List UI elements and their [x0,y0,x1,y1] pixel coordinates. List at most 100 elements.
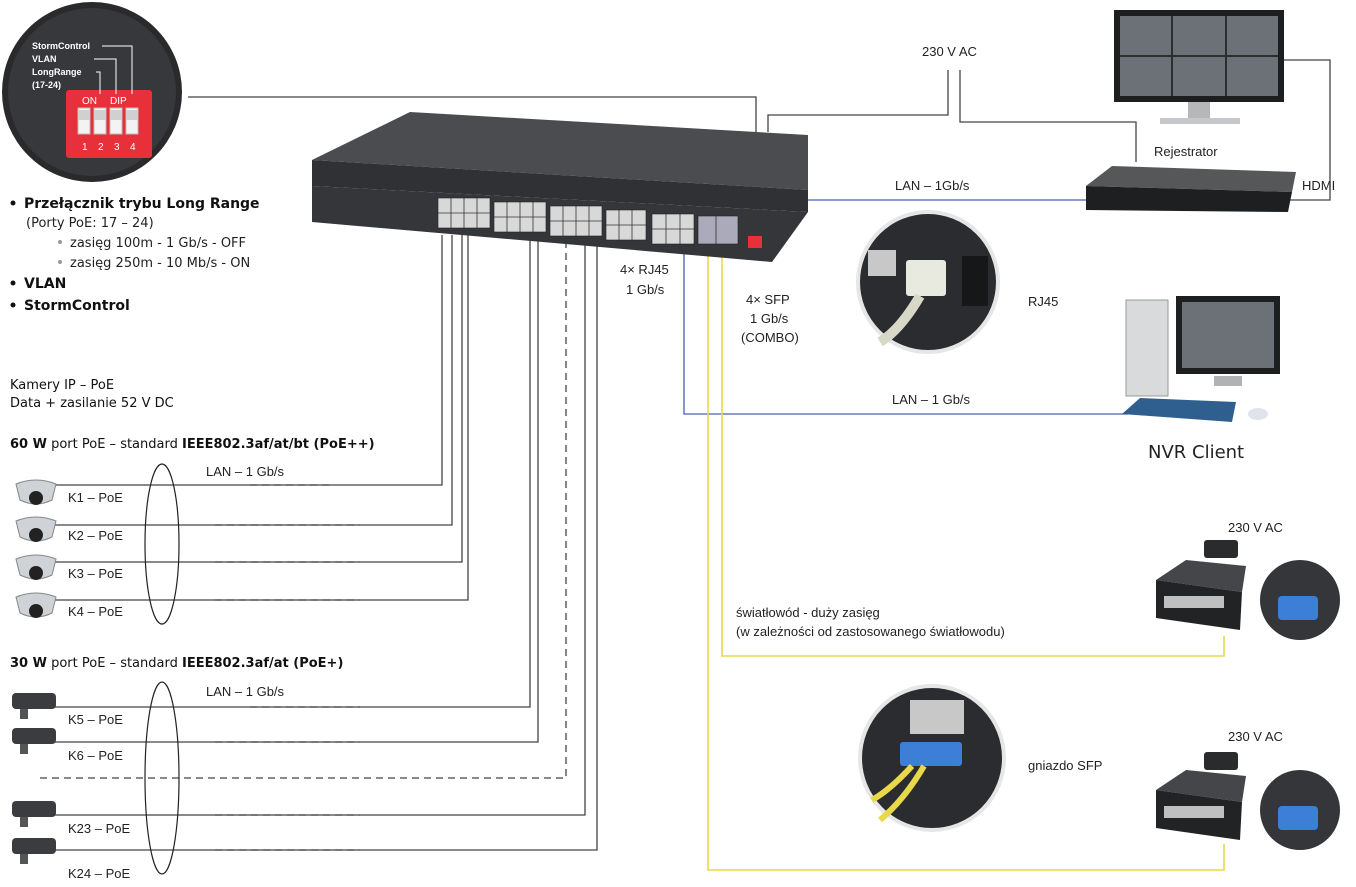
recorder-label: Rejestrator [1154,144,1218,159]
top-power-label: 230 V AC [922,44,977,59]
bullet-camera-k23-icon [12,801,56,827]
cam-label-k1: K1 – PoE [68,490,123,505]
group30-lan: LAN – 1 Gb/s [206,684,285,699]
cameras-intro-line1: Kamery IP – PoE [10,378,114,393]
dip-num-4: 4 [130,142,136,153]
feature-vlan: VLAN [24,276,66,292]
wire-k24 [40,240,598,851]
fiber-section: 230 V AC światłowód - duży zasięg (w zal… [736,520,1340,850]
lan-client-label: LAN – 1 Gb/s [892,392,971,407]
bullet-cameras [12,693,56,864]
wire-k2 [40,235,453,526]
group60-lan: LAN – 1 Gb/s [206,464,285,479]
fiber-power-label-1: 230 V AC [1228,520,1283,535]
cam-label-k5: K5 – PoE [68,712,123,727]
group60-power: 60 W [10,437,47,452]
group60-mid: port PoE – standard [47,437,182,452]
dash-middle [40,240,567,779]
bullet-camera-k5-icon [12,693,56,719]
recorder-icon [1086,166,1296,212]
sfp-zoom-1-icon [1260,560,1340,640]
sfp-speed-label: 1 Gb/s [750,311,789,326]
group30-power: 30 W [10,656,47,671]
cam-label-k24: K24 – PoE [68,866,130,881]
sfp-combo-label: (COMBO) [741,330,799,345]
dome-cameras [15,479,57,618]
cam-label-k6: K6 – PoE [68,748,123,763]
feature-ports-note: (Porty PoE: 17 – 24) [26,216,154,231]
dip-label-range: (17-24) [32,80,61,90]
lan-recorder-label: LAN – 1Gb/s [895,178,970,193]
hdmi-wire-2 [1290,182,1331,201]
bullet-camera-k6-icon [12,728,56,754]
rj45-count-label: 4× RJ45 [620,262,669,277]
dome-camera-k1-icon [15,479,57,505]
wire-k5 [40,240,531,708]
small-switch-1-icon [1156,540,1246,630]
sfp-count-label: 4× SFP [746,292,790,307]
group60-standard: IEEE802.3af/at/bt (PoE++) [182,437,375,452]
dip-dip-label: DIP [110,96,127,107]
recorder-power-wire [959,70,1137,162]
cam-label-k2: K2 – PoE [68,528,123,543]
rj45-speed-label: 1 Gb/s [626,282,665,297]
sfp-socket-label: gniazdo SFP [1028,758,1102,773]
lan-client-wire [683,200,1128,415]
dip-label-vlan: VLAN [32,54,57,64]
dip-num-3: 3 [114,142,120,153]
feature-long-range-title: Przełącznik trybu Long Range [24,196,260,212]
group30-heading: 30 W port PoE – standard IEEE802.3af/at … [10,656,343,671]
dome-camera-k2-icon [15,516,57,542]
dip-label-storm: StormControl [32,41,90,51]
poe-switch [312,112,808,262]
switch-port-lines [438,198,717,244]
wire-k4 [40,235,469,601]
feature-storm: StormControl [24,298,130,314]
group30-standard: IEEE802.3af/at (PoE+) [182,656,343,671]
switch-power-wire [767,70,949,132]
rj45-zoom-label: RJ45 [1028,294,1058,309]
fiber-wire-2 [707,232,1225,871]
switch-led-block [748,236,762,248]
dip-switch-zoom: ON DIP 1 2 3 4 StormControl VLAN LongRan… [2,2,182,182]
cam-label-k23: K23 – PoE [68,821,130,836]
group60-bundle-ellipse [144,463,180,625]
fiber-desc-line1: światłowód - duży zasięg [736,605,880,620]
feature-range-on: zasięg 250m - 10 Mb/s - ON [70,256,250,271]
hdmi-label: HDMI [1302,178,1335,193]
dip-num-1: 1 [82,142,88,153]
cam-label-k3: K3 – PoE [68,566,123,581]
dip-on-label: ON [82,96,97,107]
dome-camera-k3-icon [15,554,57,580]
fiber-wire-1 [721,232,1225,657]
cameras-intro-line2: Data + zasilanie 52 V DC [10,396,174,411]
dip-label-longrange: LongRange [32,67,82,77]
sfp-socket-zoom-icon [858,684,1006,832]
group60-heading: 60 W port PoE – standard IEEE802.3af/at/… [10,437,375,452]
hdmi-wire [1282,59,1331,182]
nvr-client-label: NVR Client [1148,442,1244,463]
group-30w: 30 W port PoE – standard IEEE802.3af/at … [10,656,343,881]
group30-mid: port PoE – standard [47,656,182,671]
dip-num-2: 2 [98,142,104,153]
dome-camera-k4-icon [15,592,57,618]
dip-switch-body [66,90,152,158]
nvr-client-pc-icon [1122,296,1280,422]
monitor-icon [1114,10,1284,124]
group-60w: 60 W port PoE – standard IEEE802.3af/at/… [10,437,375,625]
sfp-zoom-2-icon [1260,770,1340,850]
cameras-intro: Kamery IP – PoE Data + zasilanie 52 V DC [10,378,174,411]
feature-list: Przełącznik trybu Long Range (Porty PoE:… [10,196,260,314]
wire-k3 [40,235,463,563]
cam-label-k4: K4 – PoE [68,604,123,619]
dashed-wires [40,240,567,851]
wire-k6 [40,240,539,743]
fiber-desc-line2: (w zależności od zastosowanego światłowo… [736,624,1005,639]
top-right-devices: 230 V AC Rejestrator HDMI LAN – 1Gb/s RJ… [856,10,1335,463]
fiber-wires [707,232,1225,871]
fiber-power-label-2: 230 V AC [1228,729,1283,744]
feature-range-off: zasięg 100m - 1 Gb/s - OFF [70,236,246,251]
group30-bundle-ellipse [144,681,180,875]
switch-port-labels: 4× RJ45 1 Gb/s 4× SFP 1 Gb/s (COMBO) [620,262,799,345]
